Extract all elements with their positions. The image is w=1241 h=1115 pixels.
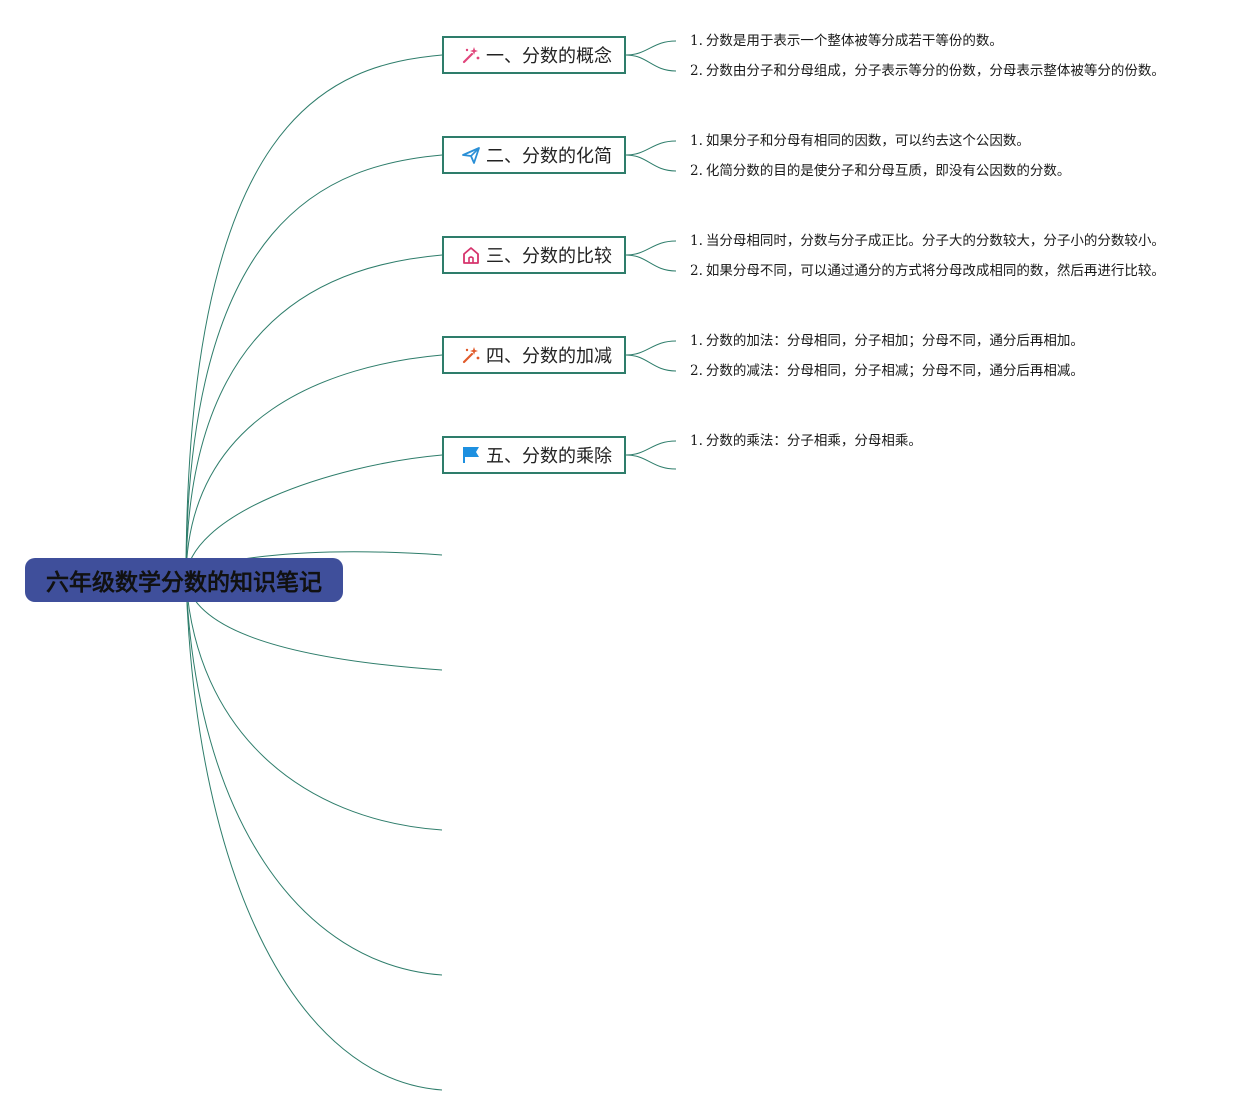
leaf-text: 分数由分子和分母组成，分子表示等分的份数，分母表示整体被等分的份数。 [705, 63, 1165, 79]
leaf-item[interactable]: 2.分数由分子和分母组成，分子表示等分的份数，分母表示整体被等分的份数。 [690, 61, 1165, 81]
leaf-text: 化简分数的目的是使分子和分母互质，即没有公因数的分数。 [705, 163, 1071, 179]
root-to-branch-line [185, 54, 443, 581]
branch-label: 二、分数的化简 [486, 146, 612, 167]
leaf-text: 如果分子和分母有相同的因数，可以约去这个公因数。 [705, 133, 1030, 149]
leaf-item[interactable]: 1.如果分子和分母有相同的因数，可以约去这个公因数。 [690, 131, 1030, 151]
leaf-text: 分数是用于表示一个整体被等分成若干等份的数。 [705, 33, 1003, 49]
leaf-item[interactable]: 1.分数的加法：分母相同，分子相加；分母不同，通分后再相加。 [690, 331, 1084, 351]
leaf-text: 分数的减法：分母相同，分子相减；分母不同，通分后再相减。 [705, 363, 1084, 379]
root-to-empty-line [185, 579, 443, 976]
leaf-number: 2. [690, 63, 703, 79]
root-title: 六年级数学分数的知识笔记 [46, 570, 322, 596]
branch-to-leaf-line [625, 354, 677, 372]
leaf-item[interactable]: 2.化简分数的目的是使分子和分母互质，即没有公因数的分数。 [690, 161, 1070, 181]
leaf-text: 如果分母不同，可以通过通分的方式将分母改成相同的数，然后再进行比较。 [705, 263, 1165, 279]
flag-icon [460, 444, 482, 466]
branch-to-leaf-line [625, 240, 677, 256]
root-to-branch-line [185, 454, 443, 581]
leaf-item[interactable]: 2.如果分母不同，可以通过通分的方式将分母改成相同的数，然后再进行比较。 [690, 261, 1165, 281]
branch-node-concept[interactable]: 一、分数的概念 [442, 36, 626, 74]
paper-plane-icon [460, 144, 482, 166]
branch-node-add-subtract[interactable]: 四、分数的加减 [442, 336, 626, 374]
branch-node-multiply-divide[interactable]: 五、分数的乘除 [442, 436, 626, 474]
branch-to-leaf-line [625, 154, 677, 172]
root-node[interactable]: 六年级数学分数的知识笔记 [25, 558, 343, 602]
leaf-number: 1. [690, 133, 703, 149]
magic-wand-icon [460, 44, 482, 66]
root-to-branch-line [185, 154, 443, 581]
branch-label: 五、分数的乘除 [486, 446, 612, 467]
branch-to-leaf-line [625, 54, 677, 72]
leaf-item[interactable]: 1.分数是用于表示一个整体被等分成若干等份的数。 [690, 31, 1003, 51]
leaf-number: 1. [690, 333, 703, 349]
branch-to-leaf-line [625, 254, 677, 272]
root-to-branch-line [185, 354, 443, 581]
root-to-empty-line [185, 579, 443, 831]
leaf-text: 分数的加法：分母相同，分子相加；分母不同，通分后再相加。 [705, 333, 1084, 349]
branch-node-simplify[interactable]: 二、分数的化简 [442, 136, 626, 174]
leaf-text: 当分母相同时，分数与分子成正比。分子大的分数较大，分子小的分数较小。 [705, 233, 1165, 249]
root-to-branch-line [185, 254, 443, 581]
leaf-number: 1. [690, 233, 703, 249]
magic-wand-icon [460, 344, 482, 366]
leaf-text: 分数的乘法：分子相乘，分母相乘。 [705, 433, 922, 449]
branch-to-leaf-line [625, 140, 677, 156]
leaf-number: 1. [690, 433, 703, 449]
root-to-empty-line [185, 579, 443, 1091]
branch-label: 四、分数的加减 [486, 346, 612, 367]
branch-to-leaf-line [625, 440, 677, 456]
branch-to-leaf-line [625, 340, 677, 356]
branch-label: 一、分数的概念 [486, 46, 612, 67]
leaf-item[interactable]: 2.分数的减法：分母相同，分子相减；分母不同，通分后再相减。 [690, 361, 1084, 381]
branch-to-leaf-line [625, 454, 677, 470]
leaf-number: 1. [690, 33, 703, 49]
leaf-item[interactable]: 1.当分母相同时，分数与分子成正比。分子大的分数较大，分子小的分数较小。 [690, 231, 1165, 251]
leaf-number: 2. [690, 263, 703, 279]
branch-node-compare[interactable]: 三、分数的比较 [442, 236, 626, 274]
leaf-number: 2. [690, 363, 703, 379]
branch-label: 三、分数的比较 [486, 246, 612, 267]
leaf-item[interactable]: 1.分数的乘法：分子相乘，分母相乘。 [690, 431, 922, 451]
branch-to-leaf-line [625, 40, 677, 56]
home-icon [460, 244, 482, 266]
leaf-number: 2. [690, 163, 703, 179]
